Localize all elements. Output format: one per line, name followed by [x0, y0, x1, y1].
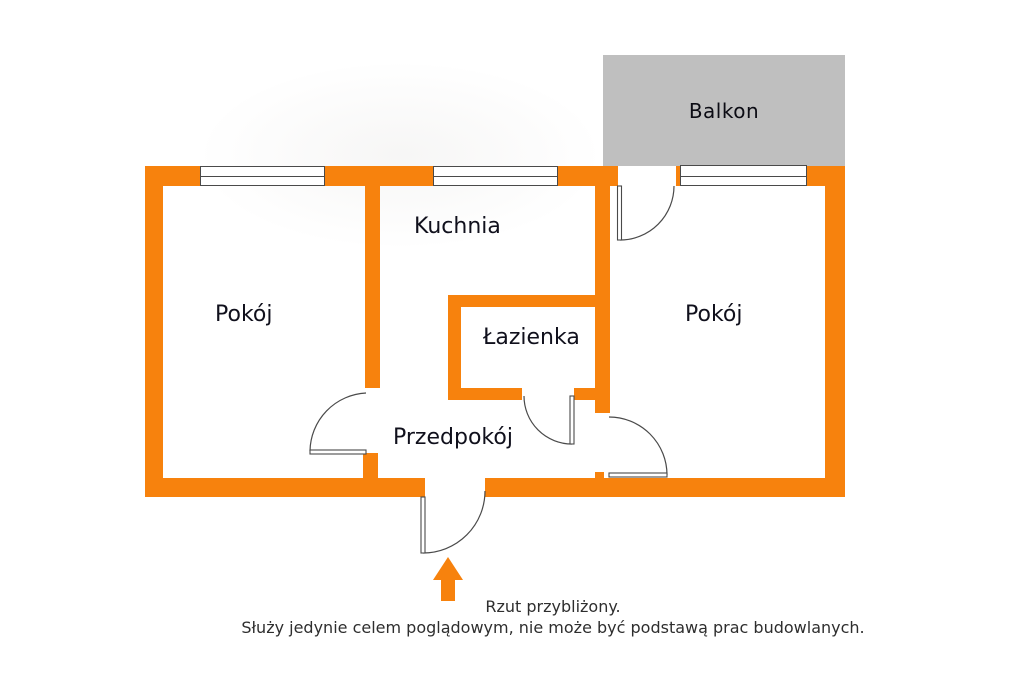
door-leaf-left-room [309, 449, 367, 455]
room-label-lazienka: Łazienka [483, 325, 580, 350]
door-leaf-right-room [608, 472, 668, 478]
wall-bathroom-left [448, 295, 461, 400]
disclaimer: Rzut przybliżony. Służy jedynie celem po… [230, 596, 876, 638]
room-label-przedpokoj: Przedpokój [393, 425, 513, 450]
wall-right [825, 166, 845, 497]
window-kitchen [433, 166, 558, 186]
door-leaf-balcony [616, 185, 623, 241]
door-arc-right-room [608, 416, 668, 476]
door-leaf-entrance [420, 496, 426, 554]
door-arc-bathroom [523, 395, 573, 445]
window-mullion [434, 176, 557, 177]
wall-bottom-2 [485, 478, 845, 497]
wall-top-4 [676, 166, 680, 186]
window-mullion [681, 175, 806, 177]
wall-bathroom-bottom-1 [448, 388, 522, 400]
window-mullion [201, 176, 324, 177]
room-label-kuchnia: Kuchnia [414, 214, 501, 239]
room-label-balkon: Balkon [688, 98, 760, 123]
wall-top-3 [558, 166, 618, 186]
wall-leftroom-divider [365, 186, 380, 388]
wall-leftroom-divider-stub [363, 453, 378, 478]
window-right-room [680, 165, 807, 186]
door-arc-entrance [422, 490, 486, 554]
door-leaf-bathroom [569, 395, 575, 445]
disclaimer-line-1: Rzut przybliżony. [485, 597, 621, 616]
room-label-pokoj-left: Pokój [215, 302, 273, 327]
room-label-pokoj-right: Pokój [685, 302, 743, 327]
wall-bathroom-bottom-2 [574, 388, 595, 400]
entrance-arrow [433, 557, 463, 601]
wall-bathroom-top [448, 295, 610, 307]
wall-rightroom-divider-nub [595, 472, 604, 478]
door-arc-balcony [619, 185, 675, 241]
window-left-room [200, 166, 325, 186]
disclaimer-line-2: Służy jedynie celem poglądowym, nie może… [241, 618, 865, 637]
wall-bottom-1 [145, 478, 425, 497]
door-arc-left-room [309, 392, 367, 452]
wall-left [145, 166, 163, 497]
wall-top-2 [325, 166, 433, 186]
balcony-area: Balkon [603, 55, 845, 166]
